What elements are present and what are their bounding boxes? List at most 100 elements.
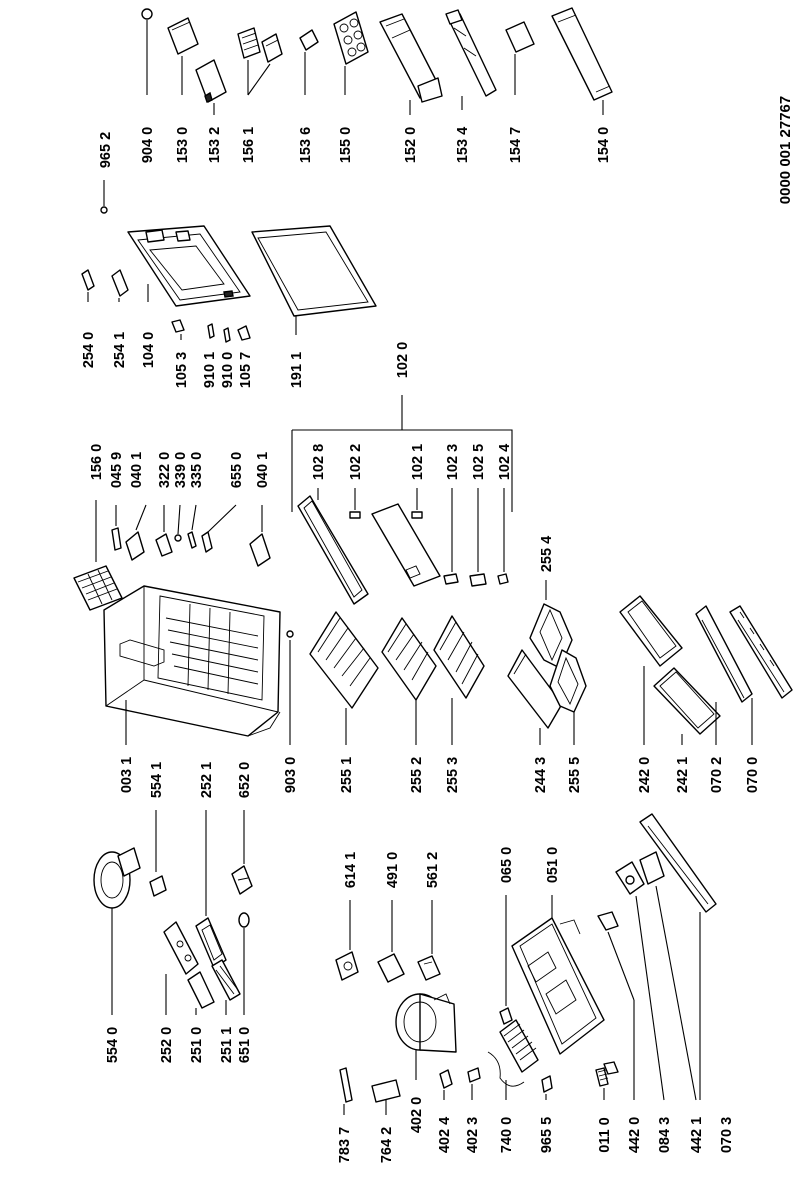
- label-442-0: 442 0: [627, 1117, 643, 1153]
- part-156-1-egg-tray: [237, 27, 283, 63]
- part-104-0-door: [127, 225, 251, 307]
- part-402-0-compressor: [395, 993, 457, 1053]
- part-339-0-pin: [174, 534, 182, 542]
- label-011-0: 011 0: [597, 1117, 613, 1153]
- part-614-1-relay: [335, 951, 359, 981]
- label-244-3: 244 3: [533, 757, 549, 793]
- part-402-3-clip: [467, 1067, 481, 1083]
- part-105-7-clip: [237, 325, 251, 341]
- part-102-4-part: [497, 573, 509, 585]
- label-783-7: 783 7: [337, 1127, 353, 1163]
- part-251-0-lamp-cover: [187, 971, 215, 1009]
- label-045-9: 045 9: [109, 452, 125, 488]
- part-084-3-bracket: [615, 861, 645, 895]
- part-102-1-freezer-flap: [371, 503, 441, 587]
- part-322-0-bracket: [155, 533, 173, 557]
- part-904-0-knob: [141, 8, 153, 20]
- label-254-1: 254 1: [112, 332, 128, 368]
- part-252-0-thermostat-housing: [163, 921, 199, 975]
- label-153-2: 153 2: [207, 127, 223, 163]
- label-070-3: 070 3: [719, 1117, 735, 1153]
- part-652-0-lamp-holder: [231, 865, 253, 895]
- part-102-5-part: [469, 573, 487, 587]
- label-191-1: 191 1: [289, 352, 305, 388]
- part-065-0-clip: [499, 1007, 513, 1025]
- label-764-2: 764 2: [379, 1127, 395, 1163]
- label-154-0: 154 0: [596, 127, 612, 163]
- label-904-0: 904 0: [140, 127, 156, 163]
- part-910-1-screw: [207, 323, 215, 339]
- label-003-1: 003 1: [119, 757, 135, 793]
- part-255-3-shelf: [433, 615, 485, 699]
- part-252-1-thermostat-housing: [195, 917, 227, 969]
- label-910-0: 910 0: [220, 352, 236, 388]
- part-040-1-hinge-top: [125, 531, 145, 561]
- label-910-1: 910 1: [202, 352, 218, 388]
- part-402-4-grommet: [439, 1069, 453, 1089]
- part-155-0-egg-tray: [333, 11, 369, 65]
- part-040-1-hinge-bottom: [249, 533, 271, 567]
- label-255-2: 255 2: [409, 757, 425, 793]
- part-764-2-filter-drier: [371, 1079, 401, 1103]
- label-740-0: 740 0: [499, 1117, 515, 1153]
- part-153-4-bar: [445, 9, 497, 97]
- part-255-5-shelf-support: [549, 649, 587, 713]
- label-102-4: 102 4: [497, 444, 513, 480]
- bracket-102-0: [291, 395, 513, 512]
- label-965-5: 965 5: [539, 1117, 555, 1153]
- label-105-3: 105 3: [174, 352, 190, 388]
- label-402-0: 402 0: [409, 1097, 425, 1133]
- part-153-0-bottle-holder: [167, 17, 199, 55]
- part-254-1-hinge: [111, 269, 129, 297]
- label-152-0: 152 0: [403, 127, 419, 163]
- part-910-0-screw: [223, 327, 231, 343]
- part-554-0-fan-assembly: [93, 847, 141, 909]
- label-102-1: 102 1: [410, 444, 426, 480]
- part-191-1-door-gasket: [251, 225, 377, 317]
- part-255-1-shelf: [309, 611, 379, 709]
- part-070-0-rail: [729, 605, 793, 699]
- label-102-0: 102 0: [395, 342, 411, 378]
- part-965-5-screw: [541, 1075, 553, 1093]
- label-322-0: 322 0: [157, 452, 173, 488]
- label-655-0: 655 0: [229, 452, 245, 488]
- part-903-0-screw: [286, 630, 294, 638]
- part-003-1-cabinet: [103, 585, 281, 737]
- label-153-0: 153 0: [175, 127, 191, 163]
- label-242-0: 242 0: [637, 757, 653, 793]
- part-242-0-crisper: [619, 595, 683, 667]
- part-153-6-clip: [299, 29, 319, 51]
- label-903-0: 903 0: [283, 757, 299, 793]
- label-104-0: 104 0: [141, 332, 157, 368]
- document-number: 0000 001 27767: [777, 96, 794, 204]
- label-105-7: 105 7: [238, 352, 254, 388]
- part-102-8-gasket-frame: [297, 495, 369, 605]
- label-255-3: 255 3: [445, 757, 461, 793]
- label-402-3: 402 3: [465, 1117, 481, 1153]
- part-655-0-pin: [201, 531, 213, 553]
- label-154-7: 154 7: [508, 127, 524, 163]
- part-965-2-screw: [100, 206, 108, 214]
- part-783-7-capillary: [339, 1067, 353, 1103]
- label-554-0: 554 0: [105, 1027, 121, 1063]
- part-102-2-clip: [349, 511, 361, 519]
- label-156-1: 156 1: [241, 127, 257, 163]
- label-070-0: 070 0: [745, 757, 761, 793]
- label-102-5: 102 5: [471, 444, 487, 480]
- part-561-2-connector: [417, 955, 441, 981]
- label-040-1-top: 040 1: [129, 452, 145, 488]
- label-554-1: 554 1: [149, 762, 165, 798]
- label-070-2: 070 2: [709, 757, 725, 793]
- part-102-1-clip: [411, 511, 423, 519]
- label-051-0: 051 0: [545, 847, 561, 883]
- part-154-0-bottle-shelf: [551, 7, 613, 101]
- label-242-1: 242 1: [675, 757, 691, 793]
- part-442-0-foot: [597, 911, 619, 931]
- label-652-0: 652 0: [237, 762, 253, 798]
- part-254-0-hinge: [81, 269, 95, 291]
- part-242-1-crisper: [653, 667, 721, 735]
- label-102-2: 102 2: [348, 444, 364, 480]
- label-156-0: 156 0: [89, 444, 105, 480]
- label-561-2: 561 2: [425, 852, 441, 888]
